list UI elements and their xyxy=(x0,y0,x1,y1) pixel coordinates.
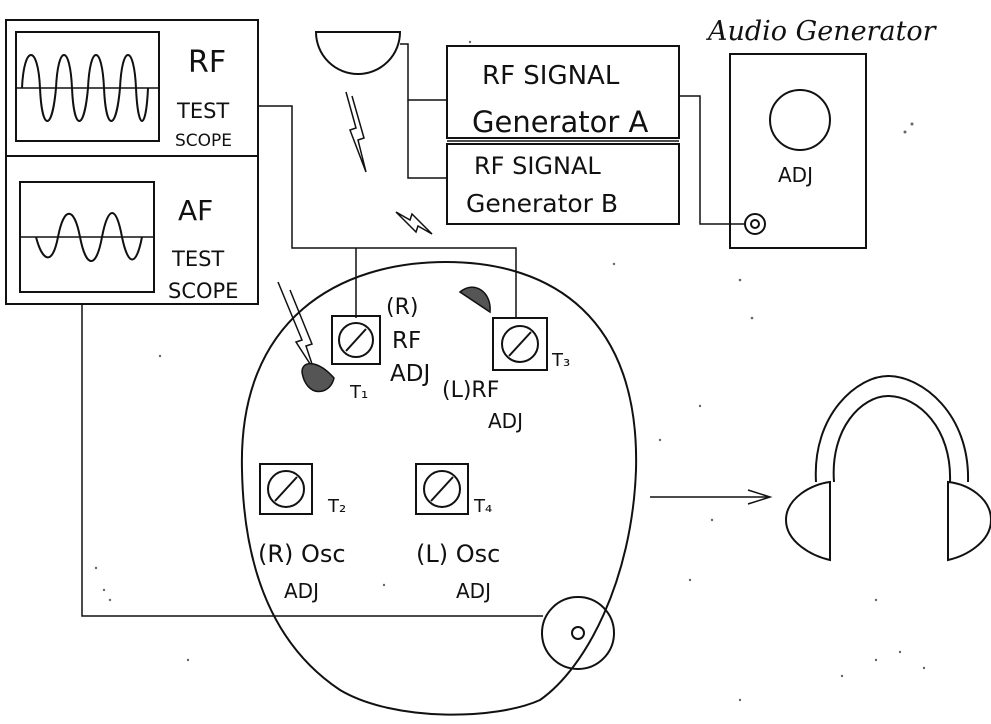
t3-name: T₃ xyxy=(551,350,570,371)
audio-output-jack xyxy=(744,213,766,235)
af-scope-test-label: TEST xyxy=(171,247,224,271)
gen-a-line-1: RF SIGNAL xyxy=(482,61,620,91)
audio-generator: Audio Generator ADJ xyxy=(705,16,938,249)
af-scope-label: AF xyxy=(178,194,213,227)
lightning-icon xyxy=(277,281,315,371)
audio-generator-title: Audio Generator xyxy=(705,16,938,47)
t2-name: T₂ xyxy=(327,496,346,517)
t3-label-1: (L)RF xyxy=(442,378,499,403)
trimmer-t4[interactable]: T₄ (L) Osc ADJ xyxy=(415,463,500,603)
lightning-icon xyxy=(395,211,433,235)
t2-label-2: ADJ xyxy=(284,579,319,603)
component-mark xyxy=(301,363,335,393)
t1-label-3: ADJ xyxy=(390,361,430,387)
t4-name: T₄ xyxy=(473,496,492,517)
t4-label-1: (L) Osc xyxy=(416,540,500,568)
audio-modulation-cable xyxy=(679,95,745,225)
audio-knob-label: ADJ xyxy=(778,163,813,187)
af-scope-scope-label: SCOPE xyxy=(168,279,238,303)
antenna-cable xyxy=(400,43,447,101)
gen-b-line-1: RF SIGNAL xyxy=(474,152,601,180)
rf-signal-generator-b: RF SIGNAL Generator B xyxy=(446,143,680,225)
gen-b-line-2: Generator B xyxy=(466,189,618,218)
lightning-icon xyxy=(345,91,367,173)
antenna-dish xyxy=(314,31,402,75)
rf-scope-test-label: TEST xyxy=(176,99,229,123)
t1-label-1: (R) xyxy=(386,295,418,320)
scan-noise xyxy=(94,40,926,702)
component-mark xyxy=(458,286,491,314)
t2-label-1: (R) Osc xyxy=(258,540,346,568)
rf-signal-generator-a: RF SIGNAL Generator A xyxy=(446,45,680,139)
rf-scope-screen xyxy=(15,31,160,142)
gen-a-line-2: Generator A xyxy=(472,105,648,139)
headphones-icon xyxy=(784,374,991,562)
arrow-head-icon xyxy=(747,489,773,505)
t3-label-2: ADJ xyxy=(488,409,523,433)
trimmer-t1[interactable]: T₁ (R) RF ADJ xyxy=(331,295,430,403)
t4-label-2: ADJ xyxy=(456,579,491,603)
gen-b-antenna-cable xyxy=(407,100,447,179)
radio-pcb-outline xyxy=(240,260,638,716)
trimmer-t3[interactable]: T₃ (L)RF ADJ xyxy=(442,317,570,433)
rf-scope-label: RF xyxy=(188,45,226,80)
audio-adj-knob xyxy=(769,89,831,151)
af-scope-probe-wire xyxy=(81,304,543,617)
af-waveform xyxy=(35,212,143,262)
rf-test-scope: RF TEST SCOPE xyxy=(5,19,259,157)
t1-label-2: RF xyxy=(392,328,421,354)
t1-name: T₁ xyxy=(349,382,368,403)
rf-scope-scope-label: SCOPE xyxy=(175,131,232,151)
speaker-icon xyxy=(541,596,615,670)
rf-waveform xyxy=(21,54,149,122)
af-test-scope: AF TEST SCOPE xyxy=(5,155,259,305)
trimmer-t2[interactable]: T₂ (R) Osc ADJ xyxy=(258,463,346,603)
